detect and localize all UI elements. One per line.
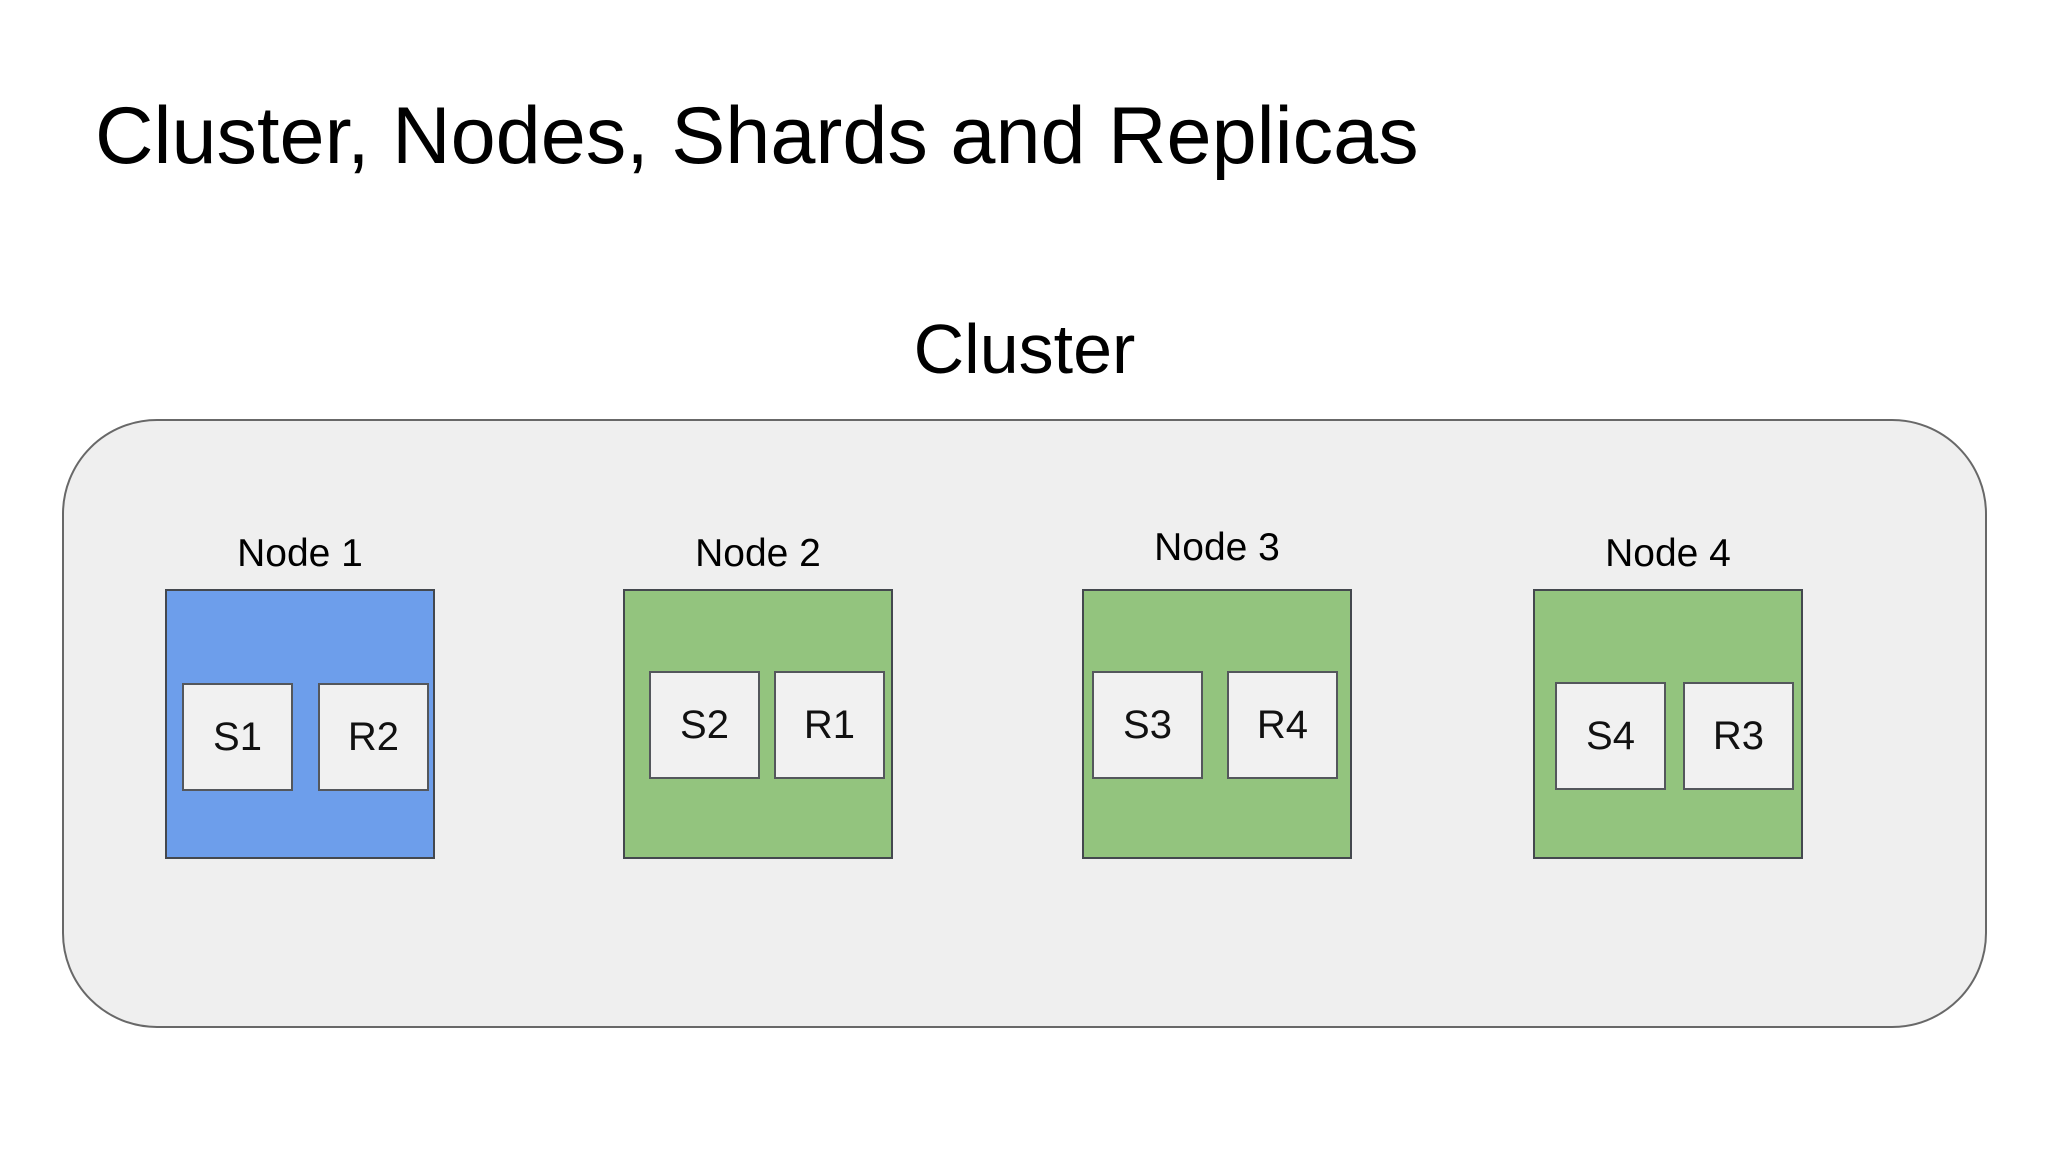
shard-box: R4 bbox=[1227, 671, 1338, 779]
shard-label: R2 bbox=[347, 714, 400, 759]
shard-box: R2 bbox=[318, 683, 429, 791]
node-label: Node 3 bbox=[1154, 526, 1280, 569]
shard-box: R1 bbox=[774, 671, 885, 779]
shard-group: S3 R4 bbox=[1092, 671, 1338, 779]
shard-label: S3 bbox=[1123, 702, 1172, 747]
slide-title: Cluster, Nodes, Shards and Replicas bbox=[95, 91, 1419, 181]
shard-label: R4 bbox=[1256, 702, 1309, 747]
node-label: Node 2 bbox=[695, 532, 821, 575]
shard-label: R1 bbox=[803, 702, 856, 747]
shard-label: S1 bbox=[213, 714, 262, 759]
shard-box: S2 bbox=[649, 671, 760, 779]
node: Node 2 S2 R1 bbox=[623, 534, 893, 859]
node-box: S1 R2 bbox=[165, 589, 435, 859]
shard-group: S4 R3 bbox=[1555, 682, 1794, 790]
shard-label: R3 bbox=[1712, 713, 1765, 758]
node: Node 3 S3 R4 bbox=[1082, 528, 1352, 859]
shard-box: S4 bbox=[1555, 682, 1666, 790]
shard-box: S3 bbox=[1092, 671, 1203, 779]
shard-box: S1 bbox=[182, 683, 293, 791]
node-box: S4 R3 bbox=[1533, 589, 1803, 859]
shard-label: S2 bbox=[680, 702, 729, 747]
node: Node 4 S4 R3 bbox=[1533, 534, 1803, 859]
shard-group: S1 R2 bbox=[182, 683, 429, 791]
shard-group: S2 R1 bbox=[649, 671, 885, 779]
node-label: Node 4 bbox=[1605, 532, 1731, 575]
cluster-label: Cluster bbox=[913, 310, 1136, 388]
node: Node 1 S1 R2 bbox=[165, 534, 435, 859]
node-box: S3 R4 bbox=[1082, 589, 1352, 859]
node-box: S2 R1 bbox=[623, 589, 893, 859]
shard-label: S4 bbox=[1586, 713, 1635, 758]
node-label: Node 1 bbox=[237, 532, 363, 575]
shard-box: R3 bbox=[1683, 682, 1794, 790]
